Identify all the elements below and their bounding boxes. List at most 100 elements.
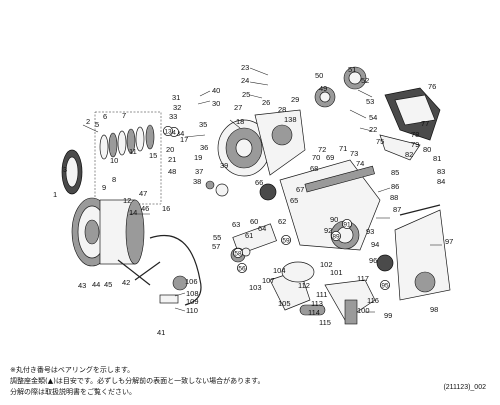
callout-23: 23 <box>241 63 249 72</box>
callout-99: 99 <box>384 311 392 320</box>
leader-lines <box>82 67 442 313</box>
callout-84: 84 <box>437 177 445 186</box>
callout-50: 50 <box>315 71 323 80</box>
line-roller <box>172 275 188 291</box>
spool-hub <box>84 219 100 245</box>
svg-text:13: 13 <box>164 128 172 135</box>
callout-111: 111 <box>316 290 327 299</box>
callout-101: 101 <box>330 268 343 277</box>
callout-11: 11 <box>129 147 137 156</box>
handle-bearing <box>376 254 394 272</box>
shim-note: 調整座金類(▲)は目安です。必ずしも分解前の表面と一致しない場合があります。 <box>10 377 265 385</box>
drag-washers <box>99 124 155 160</box>
svg-text:58: 58 <box>234 250 242 257</box>
callout-72: 72 <box>318 145 326 154</box>
drag-knob-face <box>65 156 79 188</box>
callout-53: 53 <box>366 97 374 106</box>
callout-51: 51 <box>348 65 356 74</box>
callout-83: 83 <box>437 167 445 176</box>
callout-138: 138 <box>284 115 297 124</box>
pinion-bearing <box>259 183 277 201</box>
callout-106: 106 <box>185 277 198 286</box>
callout-2: 2 <box>86 117 90 126</box>
callout-35: 35 <box>199 120 207 129</box>
callout-70: 70 <box>312 153 320 162</box>
callout-46: 46 <box>141 204 149 213</box>
callout-114: 114 <box>308 308 320 317</box>
callout-73: 73 <box>350 149 358 158</box>
callout-labels: 1 2 3 5 6 7 8 9 10 11 12 14 15 16 17 18 … <box>53 63 453 337</box>
bearing-callout-95: 95 <box>379 279 390 290</box>
callout-40: 40 <box>212 86 220 95</box>
bearing-callout-58: 58 <box>232 247 243 258</box>
callout-57: 57 <box>212 242 220 251</box>
callout-92: 92 <box>324 226 332 235</box>
callout-82: 82 <box>405 150 413 159</box>
callout-25: 25 <box>242 90 250 99</box>
callout-38: 38 <box>193 177 201 186</box>
bearing-note: ※丸付き番号はベアリングを示します。 <box>10 366 135 374</box>
pinion-gear <box>232 223 277 255</box>
callout-12: 12 <box>123 196 131 205</box>
callout-42: 42 <box>122 278 130 287</box>
callout-32: 32 <box>173 103 181 112</box>
callout-100: 100 <box>357 306 370 315</box>
callout-109: 109 <box>186 297 199 306</box>
callout-104: 104 <box>273 266 286 275</box>
bail-arm <box>159 294 179 304</box>
callout-47: 47 <box>139 189 147 198</box>
callout-66: 66 <box>255 178 263 187</box>
callout-115: 115 <box>319 318 331 327</box>
callout-98: 98 <box>430 305 438 314</box>
callout-77: 77 <box>421 119 429 128</box>
callout-27: 27 <box>234 103 242 112</box>
callout-18: 18 <box>236 117 244 126</box>
callout-103: 103 <box>249 283 262 292</box>
callout-6: 6 <box>103 112 107 121</box>
callout-37: 37 <box>195 167 203 176</box>
handle-assembly <box>269 204 451 325</box>
svg-text:59: 59 <box>282 237 290 244</box>
svg-text:4: 4 <box>172 129 176 136</box>
main-shaft <box>304 165 375 193</box>
callout-48: 48 <box>168 167 176 176</box>
svg-text:89: 89 <box>332 233 340 240</box>
callout-112: 112 <box>298 281 310 290</box>
callout-93: 93 <box>366 227 374 236</box>
callout-61: 61 <box>245 231 253 240</box>
callout-94: 94 <box>371 240 379 249</box>
callout-69: 69 <box>326 153 334 162</box>
callout-15: 15 <box>149 151 157 160</box>
callout-78: 78 <box>411 130 419 139</box>
callout-97: 97 <box>445 237 453 246</box>
callout-113: 113 <box>311 299 323 308</box>
callout-107: 107 <box>262 276 275 285</box>
callout-105: 105 <box>278 299 291 308</box>
manual-note: 分解の際は取扱説明書をご覧ください。 <box>10 388 136 396</box>
callout-65: 65 <box>290 196 298 205</box>
callout-17: 17 <box>180 135 188 144</box>
svg-text:95: 95 <box>381 282 389 289</box>
callout-31: 31 <box>172 93 180 102</box>
bail-assembly <box>117 234 202 306</box>
callout-86: 86 <box>391 182 399 191</box>
callout-63: 63 <box>232 220 240 229</box>
callout-88: 88 <box>390 193 398 202</box>
callout-45: 45 <box>104 280 112 289</box>
callout-54: 54 <box>369 113 377 122</box>
bearing-callout-91: 91 <box>341 218 352 229</box>
callout-1: 1 <box>53 190 57 199</box>
bearing-callout-56: 56 <box>236 262 247 273</box>
callout-36: 36 <box>200 143 208 152</box>
callout-19: 19 <box>194 153 202 162</box>
callout-62: 62 <box>278 217 286 226</box>
top-right-parts <box>314 66 441 161</box>
callout-87: 87 <box>393 205 401 214</box>
callout-117: 117 <box>357 274 369 283</box>
callout-8: 8 <box>112 175 116 184</box>
callout-79: 79 <box>411 140 419 149</box>
callout-52: 52 <box>361 76 369 85</box>
callout-26: 26 <box>262 98 270 107</box>
callout-21: 21 <box>168 155 176 164</box>
